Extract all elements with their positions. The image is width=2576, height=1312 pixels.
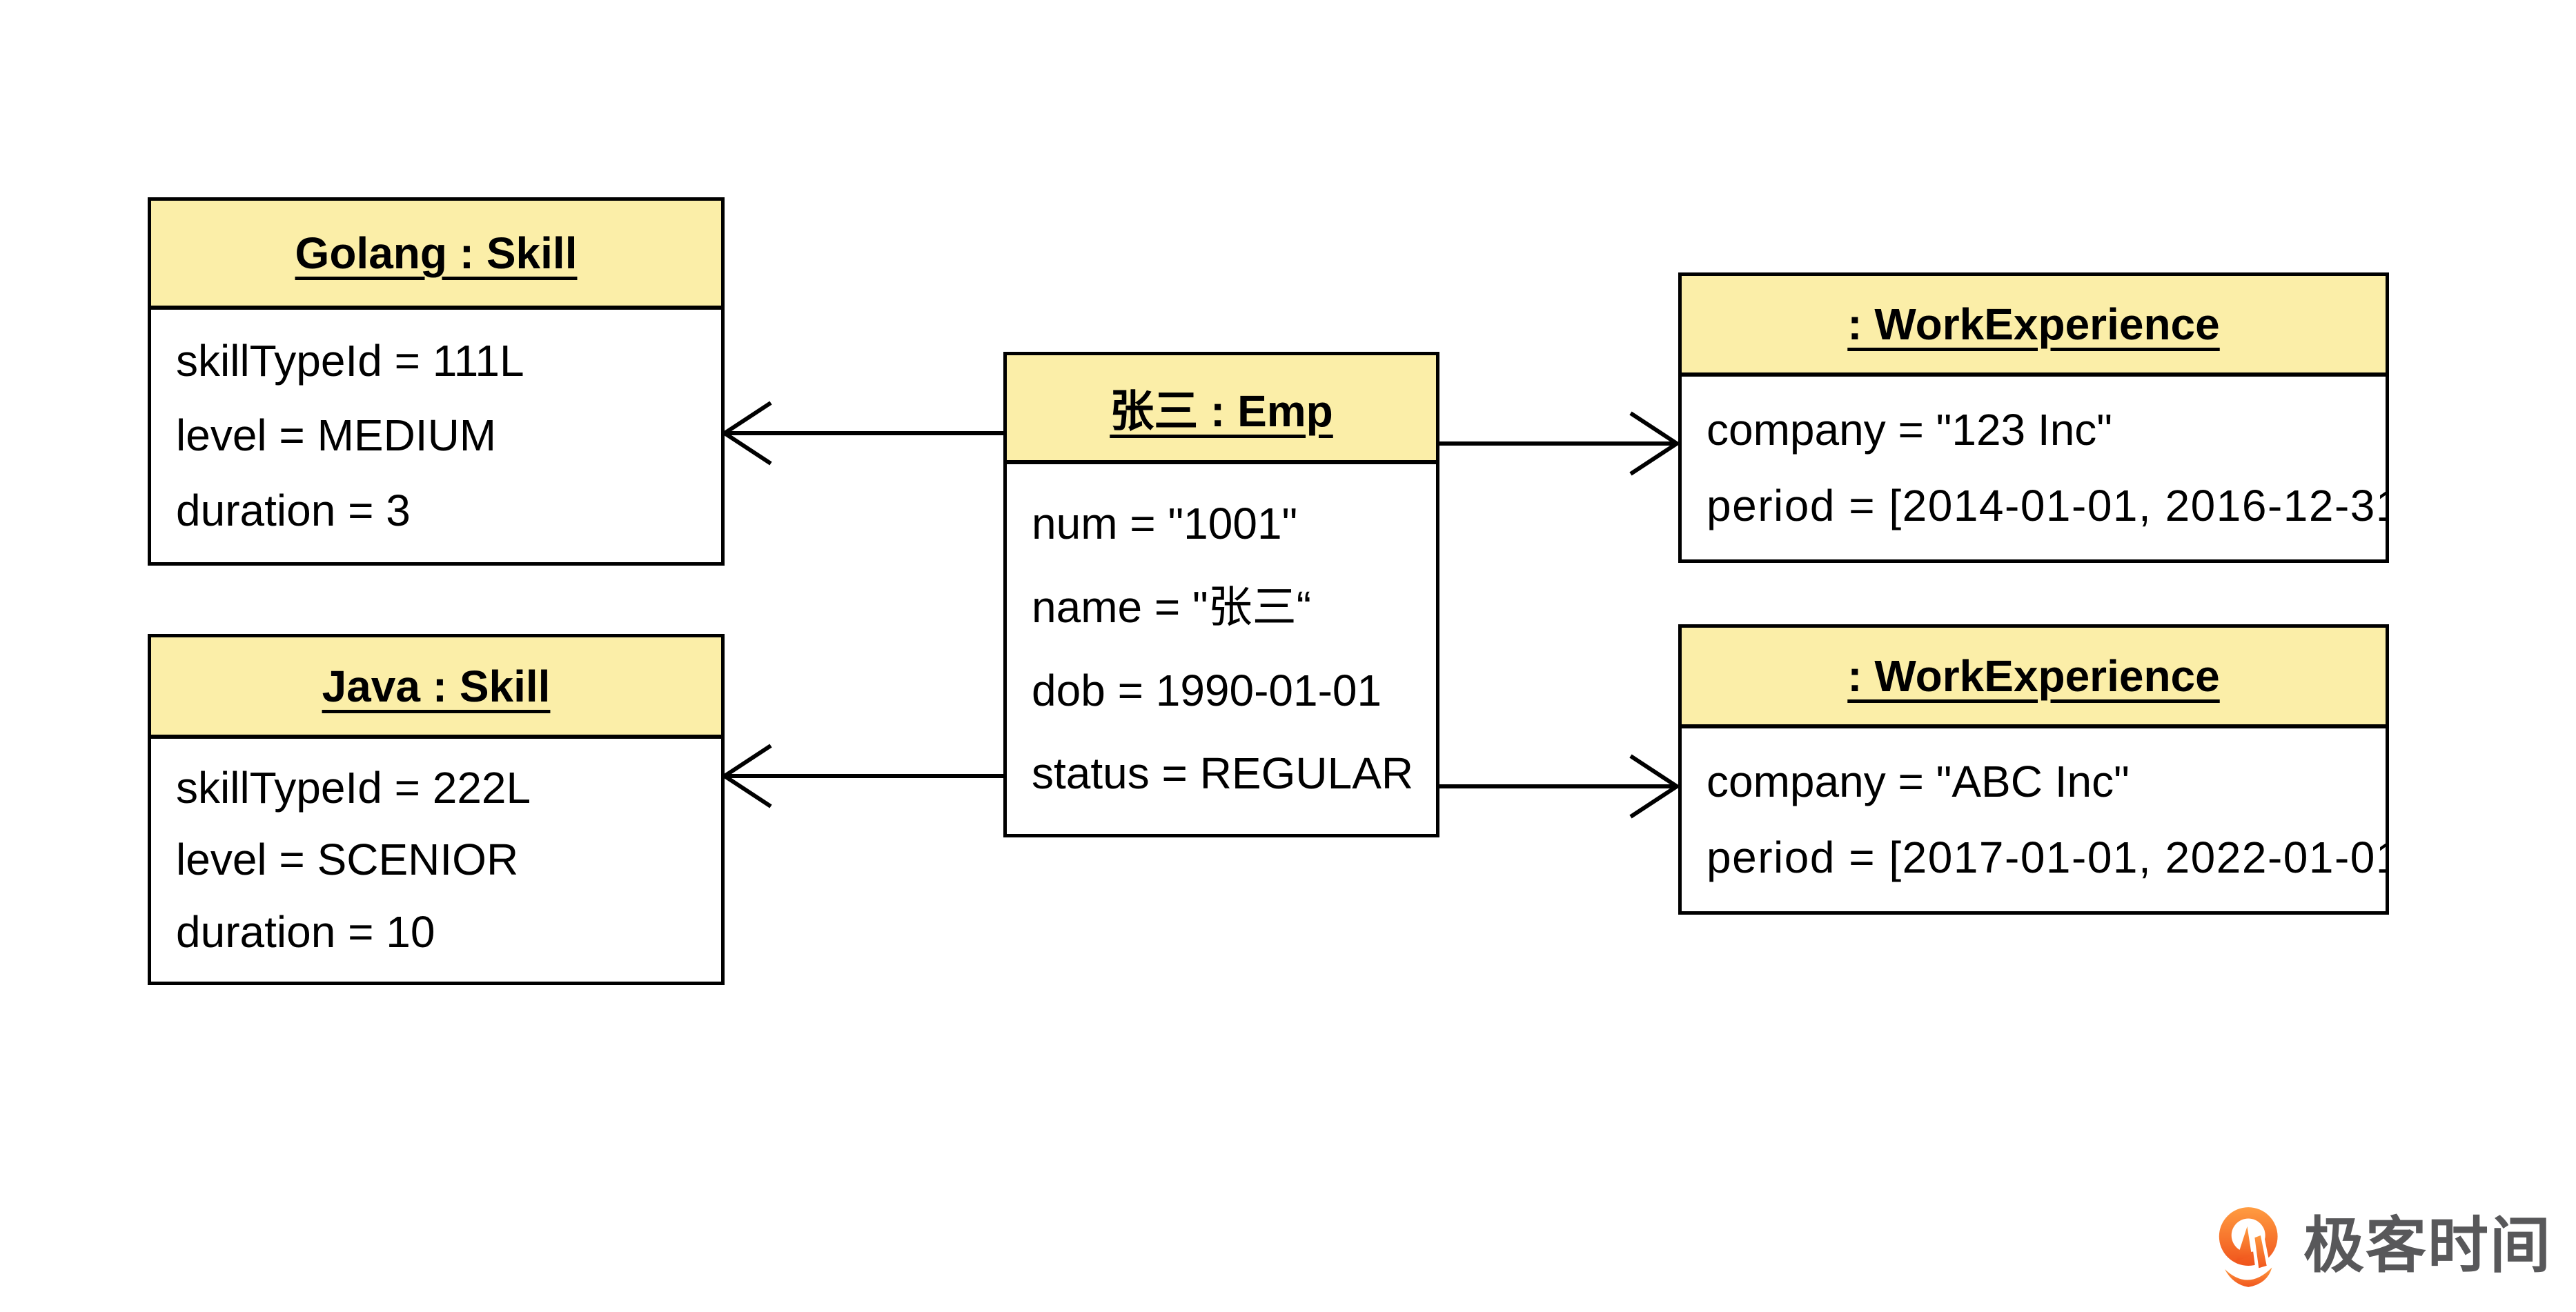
object-title: : WorkExperience xyxy=(1847,651,2220,701)
arrow-emp-to-java-skill xyxy=(720,744,1003,808)
object-attribute: company = "123 Inc" xyxy=(1707,404,2112,455)
object-attributes: company = "ABC Inc" period = [2017-01-01… xyxy=(1682,728,2386,911)
object-header: Java : Skill xyxy=(151,637,721,739)
object-title: Java : Skill xyxy=(322,661,551,711)
object-title: : WorkExperience xyxy=(1847,299,2220,349)
object-attributes: num = "1001" name = "张三“ dob = 1990-01-0… xyxy=(1007,464,1436,834)
object-header: Golang : Skill xyxy=(151,201,721,310)
object-attribute: dob = 1990-01-01 xyxy=(1032,665,1382,715)
object-title: Golang : Skill xyxy=(295,228,578,278)
object-attributes: skillTypeId = 222L level = SCENIOR durat… xyxy=(151,739,721,982)
object-attribute: num = "1001" xyxy=(1032,499,1298,549)
object-attributes: company = "123 Inc" period = [2014-01-01… xyxy=(1682,377,2386,559)
object-box-golang-skill: Golang : Skill skillTypeId = 111L level … xyxy=(148,197,725,566)
object-box-emp: 张三 : Emp num = "1001" name = "张三“ dob = … xyxy=(1003,352,1439,837)
object-header: : WorkExperience xyxy=(1682,628,2386,728)
object-header: : WorkExperience xyxy=(1682,276,2386,377)
arrow-emp-to-workexperience-2 xyxy=(1438,754,1681,819)
arrow-emp-to-workexperience-1 xyxy=(1438,411,1681,476)
object-attribute: skillTypeId = 111L xyxy=(176,336,524,386)
object-attribute: period = [2014-01-01, 2016-12-31] xyxy=(1707,481,2386,531)
arrow-emp-to-golang-skill xyxy=(720,401,1003,466)
object-attribute: skillTypeId = 222L xyxy=(176,762,531,813)
object-attribute: status = REGULAR xyxy=(1032,748,1414,799)
object-title: 张三 : Emp xyxy=(1110,386,1333,436)
geektime-pin-icon xyxy=(2219,1207,2278,1287)
object-attribute: name = "张三“ xyxy=(1032,582,1312,633)
object-box-workexperience-1: : WorkExperience company = "123 Inc" per… xyxy=(1678,272,2389,563)
object-attribute: level = MEDIUM xyxy=(176,410,497,461)
object-box-java-skill: Java : Skill skillTypeId = 222L level = … xyxy=(148,634,725,985)
geektime-logo: 极客时间 xyxy=(2212,1200,2552,1291)
object-box-workexperience-2: : WorkExperience company = "ABC Inc" per… xyxy=(1678,624,2389,915)
geektime-logo-text: 极客时间 xyxy=(2303,1211,2553,1280)
object-attribute: level = SCENIOR xyxy=(176,835,519,885)
object-attribute: duration = 10 xyxy=(176,907,435,957)
object-attribute: duration = 3 xyxy=(176,485,411,535)
object-header: 张三 : Emp xyxy=(1007,355,1436,464)
object-attributes: skillTypeId = 111L level = MEDIUM durati… xyxy=(151,310,721,562)
object-attribute: period = [2017-01-01, 2022-01-01] xyxy=(1707,833,2386,883)
object-attribute: company = "ABC Inc" xyxy=(1707,756,2130,806)
